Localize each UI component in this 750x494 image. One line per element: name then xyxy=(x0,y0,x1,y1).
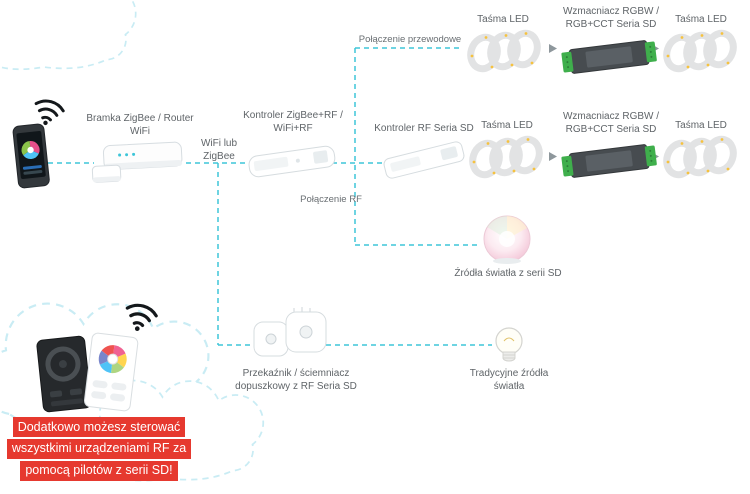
smartphone-icon xyxy=(8,122,54,201)
remote-black-icon xyxy=(32,334,96,419)
arrow-icon xyxy=(549,44,557,53)
rf-connection-label: Połączenie RF xyxy=(300,194,362,205)
wifi-zigbee-label: WiFi lub ZigBee xyxy=(200,138,238,162)
rf-remote-note-line: pomocą pilotów z serii SD! xyxy=(20,460,178,481)
rf-remote-note-line: Dodatkowo możesz sterować xyxy=(12,417,186,437)
led-strip-icon xyxy=(660,26,742,81)
amplifier-icon xyxy=(560,30,658,87)
rf-remote-note-line: wszystkimi urządzeniami RF za xyxy=(6,438,192,459)
cloud-shape xyxy=(0,0,137,71)
led-strip-label: Taśma LED xyxy=(481,120,533,131)
router-label: Bramka ZigBee / Router WiFi xyxy=(86,113,194,137)
led-strip-label: Taśma LED xyxy=(675,14,727,25)
led-strip-icon xyxy=(464,26,546,81)
wired-connection-label: Połączenie przewodowe xyxy=(358,34,462,45)
wifi-icon xyxy=(26,92,70,135)
amplifier-icon xyxy=(560,134,658,191)
amplifier-label: Wzmacniacz RGBW / RGB+CCT Seria SD xyxy=(562,111,660,135)
wifi-icon xyxy=(116,295,164,341)
relay-icon xyxy=(250,306,334,367)
traditional-bulbs-label: Tradycyjne źródła światła xyxy=(469,368,549,392)
relay-label: Przekaźnik / ściemniacz dopuszkowy z RF … xyxy=(235,368,357,392)
led-strip-label: Taśma LED xyxy=(675,120,727,131)
zigbee-controller-icon xyxy=(246,138,338,191)
zigbee-controller-label: Kontroler ZigBee+RF / WiFi+RF xyxy=(243,110,343,134)
traditional-bulb-icon xyxy=(492,326,526,375)
rf-remote-note: Dodatkowo możesz sterować wszystkimi urz… xyxy=(4,416,194,482)
sd-bulbs-label: Źródła światła z serii SD xyxy=(454,268,562,279)
led-strip-label: Taśma LED xyxy=(477,14,529,25)
sd-bulb-icon xyxy=(480,214,534,271)
amplifier-label: Wzmacniacz RGBW / RGB+CCT Seria SD xyxy=(562,6,660,30)
remote-white-icon xyxy=(82,332,140,419)
led-strip-icon xyxy=(660,132,742,187)
arrow-icon xyxy=(549,152,557,161)
rf-controller-icon xyxy=(380,134,468,191)
rf-controller-label: Kontroler RF Seria SD xyxy=(374,123,474,134)
router-icon xyxy=(90,132,190,193)
led-strip-icon xyxy=(466,132,548,187)
